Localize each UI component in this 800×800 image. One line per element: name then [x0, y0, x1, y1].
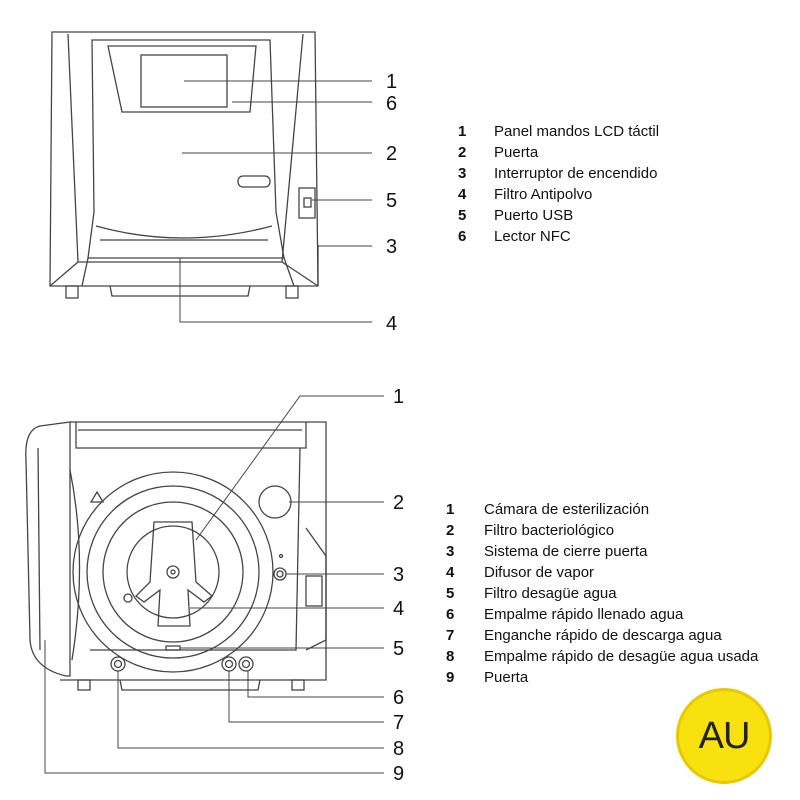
legend-number: 3	[458, 165, 467, 182]
bottom-callout-3: 3	[393, 564, 404, 586]
legend-top-row: 5 Puerto USB	[458, 205, 659, 226]
legend-bottom-row: 9 Puerta	[446, 667, 758, 688]
door-handle	[237, 175, 271, 188]
legend-label: Empalme rápido de desagüe agua usada	[484, 648, 759, 665]
legend-label: Filtro desagüe agua	[484, 585, 617, 602]
legend-top-row: 6 Lector NFC	[458, 226, 659, 247]
coupling-right	[238, 656, 254, 672]
legend-label: Puerta	[484, 669, 529, 686]
legend-number: 2	[446, 522, 455, 539]
bottom-callout-4: 4	[393, 598, 404, 620]
bottom-callout-2: 2	[393, 492, 404, 514]
autoclave-front-view	[49, 31, 319, 299]
top-callouts: 1 6 2 5 3 4	[386, 71, 397, 335]
bottom-callout-7: 7	[393, 712, 404, 734]
bottom-callout-8: 8	[393, 738, 404, 760]
brand-logo: AU	[676, 688, 772, 784]
legend-number: 1	[446, 501, 455, 518]
legend-number: 1	[458, 123, 467, 140]
top-callout-5: 5	[386, 190, 397, 212]
legend-label: Filtro Antipolvo	[494, 186, 593, 203]
legend-label: Interruptor de encendido	[494, 165, 658, 182]
bottom-callout-5: 5	[393, 638, 404, 660]
bottom-callout-9: 9	[393, 763, 404, 785]
legend-label: Sistema de cierre puerta	[484, 543, 648, 560]
foot-right	[285, 285, 299, 299]
drain-filter	[165, 645, 181, 651]
top-callout-1: 1	[386, 71, 397, 93]
lcd-bezel	[107, 45, 257, 113]
legend-number: 3	[446, 543, 455, 560]
legend-label: Panel mandos LCD táctil	[494, 123, 660, 140]
open-door	[25, 421, 71, 677]
legend-number: 6	[458, 228, 467, 245]
top-callout-3: 3	[386, 236, 397, 258]
top-callout-6: 6	[386, 93, 397, 115]
legend-label: Puerto USB	[494, 207, 574, 224]
warning-triangle	[89, 490, 105, 503]
bottom-callout-1: 1	[393, 386, 404, 408]
top-leader-lines	[179, 80, 372, 323]
bacteriological-filter	[258, 485, 292, 519]
legend-number: 4	[446, 564, 455, 581]
legend-label: Cámara de esterilización	[484, 501, 650, 518]
legend-bottom-row: 8 Empalme rápido de desagüe agua usada	[446, 646, 758, 667]
coupling-left	[110, 656, 126, 672]
legend-number: 5	[446, 585, 455, 602]
legend-label: Puerta	[494, 144, 539, 161]
usb-port	[298, 187, 316, 219]
legend-label: Filtro bacteriológico	[484, 522, 615, 539]
legend-number: 6	[446, 606, 455, 623]
legend-bottom-row: 6 Empalme rápido llenado agua	[446, 604, 758, 625]
steam-diffuser	[135, 521, 214, 627]
legend-bottom-row: 7 Enganche rápido de descarga agua	[446, 625, 758, 646]
legend-bottom-row: 4 Difusor de vapor	[446, 562, 758, 583]
legend-top-row: 2 Puerta	[458, 142, 659, 163]
top-callout-2: 2	[386, 143, 397, 165]
legend-top-row: 1 Panel mandos LCD táctil	[458, 121, 659, 142]
legend-number: 8	[446, 648, 455, 665]
legend-number: 7	[446, 627, 455, 644]
legend-number: 4	[458, 186, 467, 203]
legend-top-row: 3 Interruptor de encendido	[458, 163, 659, 184]
top-callout-4: 4	[386, 313, 397, 335]
legend-bottom: 1 Cámara de esterilización 2 Filtro bacter…	[446, 499, 758, 688]
legend-label: Difusor de vapor	[484, 564, 595, 581]
bottom-leader-lines	[44, 395, 384, 774]
brand-logo-text: AU	[698, 714, 751, 757]
legend-bottom-row: 5 Filtro desagüe agua	[446, 583, 758, 604]
bottom-callouts: 1 2 3 4 5 6 7 8 9	[393, 386, 404, 785]
legend-top: 1 Panel mandos LCD táctil 2 Puerta 3 Interr…	[458, 121, 659, 247]
coupling-mid	[221, 656, 237, 672]
foot-left	[65, 285, 79, 299]
legend-label: Empalme rápido llenado agua	[484, 606, 684, 623]
bottom-callout-6: 6	[393, 687, 404, 709]
legend-bottom-row: 1 Cámara de esterilización	[446, 499, 758, 520]
legend-top-row: 4 Filtro Antipolvo	[458, 184, 659, 205]
legend-label: Enganche rápido de descarga agua	[484, 627, 722, 644]
legend-number: 9	[446, 669, 455, 686]
legend-label: Lector NFC	[494, 228, 571, 245]
legend-number: 5	[458, 207, 467, 224]
autoclave-open-view	[25, 421, 327, 691]
sterilization-chamber	[72, 471, 274, 673]
door-lock	[273, 567, 287, 581]
legend-bottom-row: 2 Filtro bacteriológico	[446, 520, 758, 541]
legend-number: 2	[458, 144, 467, 161]
legend-bottom-row: 3 Sistema de cierre puerta	[446, 541, 758, 562]
